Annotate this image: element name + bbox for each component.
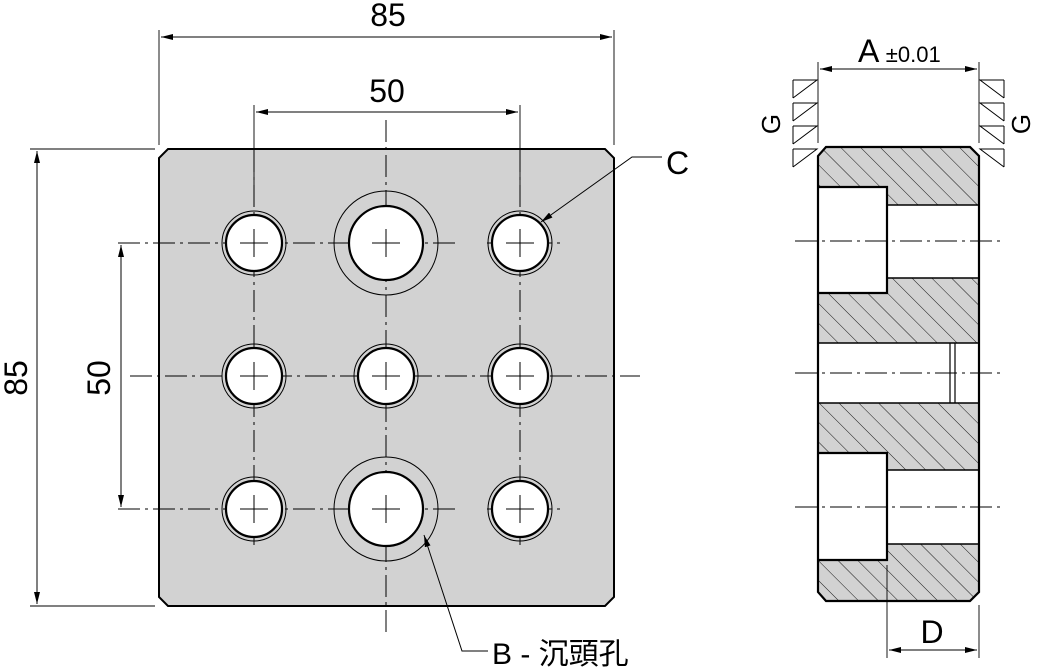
dim-label-spacing-h: 50 [369, 73, 405, 109]
counterbore-hole [333, 456, 439, 562]
dimension-width: 85 [158, 0, 615, 145]
leader-b: B - 沉頭孔 [423, 534, 629, 667]
dim-label-width: 85 [370, 0, 406, 33]
hole [487, 476, 553, 542]
ground-label-left: G [756, 114, 786, 134]
hole [487, 210, 553, 276]
section-outline [816, 145, 981, 603]
dim-label-depth: D [920, 614, 943, 650]
hole [353, 343, 419, 409]
label-b: B - 沉頭孔 [492, 638, 629, 667]
dimension-depth: D [886, 565, 980, 658]
hole [221, 343, 287, 409]
dimension-height: 85 [0, 148, 155, 607]
leader-c: C [540, 145, 689, 223]
hole [487, 343, 553, 409]
hole [221, 210, 287, 276]
counterbore-hole [333, 190, 439, 296]
ground-label-right: G [1006, 114, 1036, 134]
hole [221, 476, 287, 542]
dimension-hole-spacing-h: 50 [253, 73, 521, 190]
section-view: A ±0.01 G G D [756, 33, 1036, 658]
dim-label-thickness: A ±0.01 [858, 33, 941, 69]
dim-label-height: 85 [0, 360, 34, 396]
dim-label-spacing-v: 50 [81, 360, 117, 396]
dimension-thickness: A ±0.01 [817, 33, 980, 143]
hole-crosses [240, 229, 534, 523]
dimension-hole-spacing-v: 50 [81, 245, 124, 507]
front-view: 85 50 85 50 C B - 沉頭孔 [0, 0, 689, 667]
surface-finish-right [978, 79, 1005, 168]
section-center-lines [795, 240, 1005, 508]
label-c: C [666, 145, 689, 181]
surface-finish-left [792, 79, 819, 168]
